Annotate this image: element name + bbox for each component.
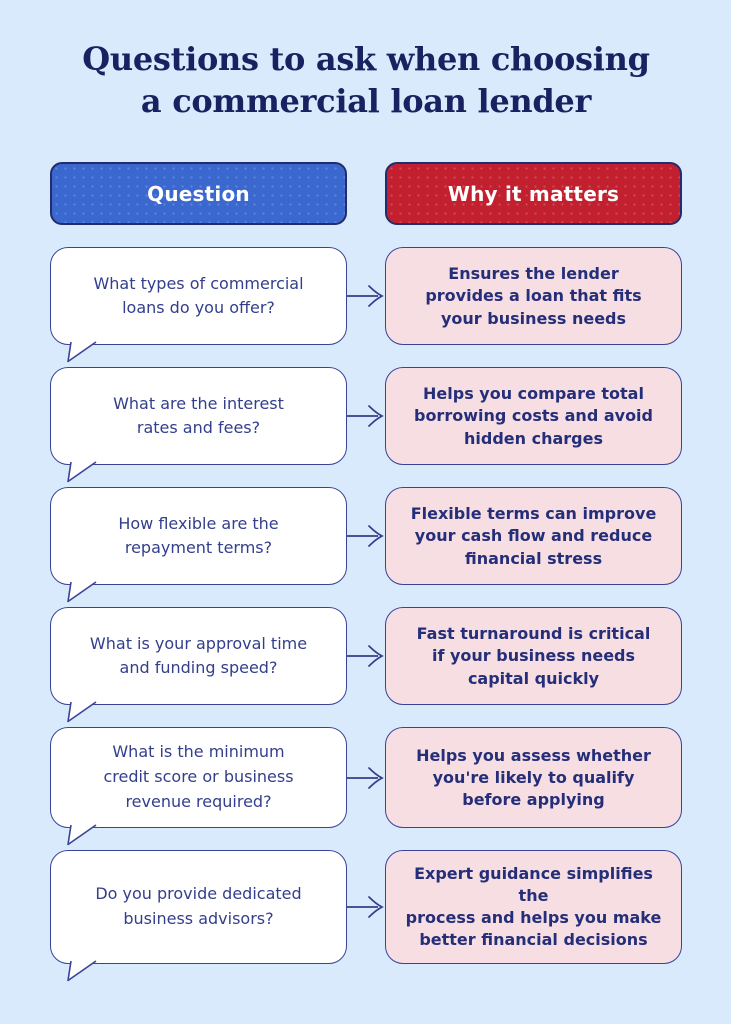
question-bubble: What is your approval time and funding s… (50, 607, 347, 723)
question-text: What are the interest rates and fees? (113, 393, 284, 438)
question-text: What types of commercial loans do you of… (93, 273, 304, 318)
speech-bubble-tail-icon (67, 341, 97, 363)
why-text: Helps you compare total borrowing costs … (413, 384, 653, 448)
why-box: Helps you compare total borrowing costs … (385, 367, 682, 466)
question-text: How flexible are the repayment terms? (118, 513, 279, 558)
speech-bubble-tail-icon (67, 581, 97, 603)
arrow-cell (347, 607, 385, 705)
right-arrow-icon (347, 645, 384, 668)
column-headers: Question Why it matters (50, 162, 682, 226)
arrow-cell (347, 487, 385, 585)
arrow-cell (347, 850, 385, 964)
qa-row: What is your approval time and funding s… (50, 607, 682, 723)
question-text: What is your approval time and funding s… (89, 633, 308, 678)
speech-bubble-tail-icon (67, 824, 97, 846)
why-text: Ensures the lender provides a loan that … (425, 264, 642, 328)
qa-row: What types of commercial loans do you of… (50, 247, 682, 363)
right-arrow-icon (347, 285, 384, 308)
page-title: Questions to ask when choosing a commerc… (82, 40, 650, 121)
right-arrow-icon (347, 525, 384, 548)
question-bubble: How flexible are the repayment terms? (50, 487, 347, 603)
why-text: Expert guidance simplifies the process a… (405, 863, 662, 950)
question-bubble: What types of commercial loans do you of… (50, 247, 347, 363)
why-box: Helps you assess whether you're likely t… (385, 727, 682, 828)
qa-row: What is the minimum credit score or busi… (50, 727, 682, 846)
question-text: Do you provide dedicated business adviso… (95, 884, 302, 929)
why-text: Flexible terms can improve your cash flo… (410, 504, 657, 568)
arrow-cell (347, 247, 385, 345)
why-box: Flexible terms can improve your cash flo… (385, 487, 682, 586)
question-bubble: What is the minimum credit score or busi… (50, 727, 347, 846)
qa-row: Do you provide dedicated business adviso… (50, 849, 682, 982)
arrow-cell (347, 727, 385, 827)
why-box: Ensures the lender provides a loan that … (385, 247, 682, 346)
question-column-header: Question (50, 162, 347, 226)
why-box: Fast turnaround is critical if your busi… (385, 607, 682, 706)
question-bubble: Do you provide dedicated business adviso… (50, 849, 347, 982)
speech-bubble-tail-icon (67, 461, 97, 483)
right-arrow-icon (347, 766, 384, 789)
question-text: What is the minimum credit score or busi… (103, 742, 294, 812)
why-text: Helps you assess whether you're likely t… (416, 745, 651, 809)
qa-row: How flexible are the repayment terms? Fl… (50, 487, 682, 603)
speech-bubble-tail-icon (67, 960, 97, 982)
qa-rows: What types of commercial loans do you of… (50, 247, 682, 982)
arrow-cell (347, 367, 385, 465)
question-bubble: What are the interest rates and fees? (50, 367, 347, 483)
qa-row: What are the interest rates and fees? He… (50, 367, 682, 483)
right-arrow-icon (347, 405, 384, 428)
why-column-header: Why it matters (385, 162, 682, 226)
right-arrow-icon (347, 896, 384, 918)
why-box: Expert guidance simplifies the process a… (385, 849, 682, 965)
header-gap (347, 162, 385, 225)
speech-bubble-tail-icon (67, 701, 97, 723)
why-text: Fast turnaround is critical if your busi… (416, 624, 651, 688)
content-column: Questions to ask when choosing a commerc… (0, 38, 731, 982)
